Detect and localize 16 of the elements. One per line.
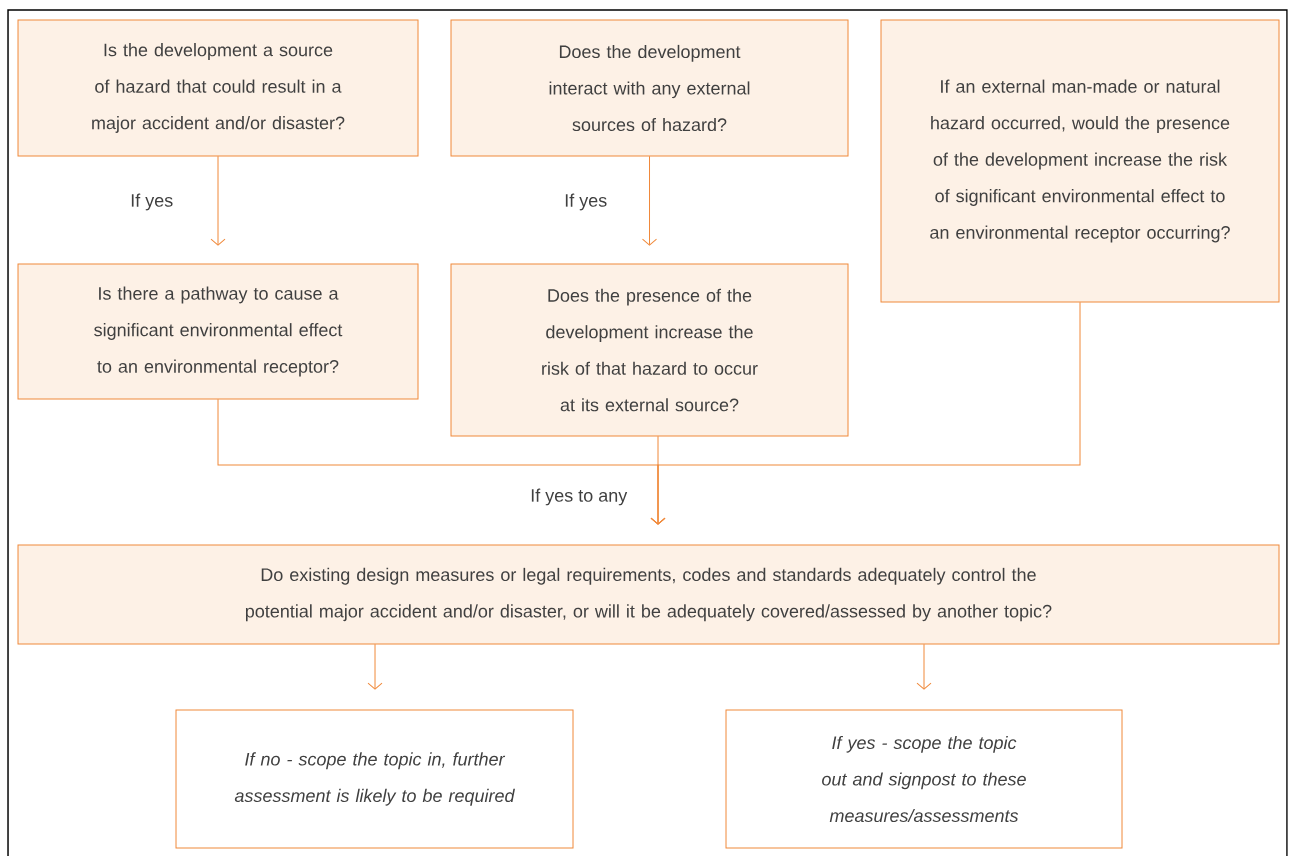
question-box: If no - scope the topic in, further assessment is likely to be required <box>175 709 574 849</box>
arrow <box>210 155 226 246</box>
question-box: Does the presence of the development increase the risk of that hazard to occur at its external source? <box>450 263 849 437</box>
arrow <box>367 643 383 690</box>
edge-label: If yes <box>562 191 610 213</box>
question-box: Does the development interact with any external sources of hazard? <box>450 19 849 157</box>
question-box: Is there a pathway to cause a significant environmental effect to an environmental receptor? <box>17 263 419 400</box>
arrow <box>916 643 932 690</box>
question-box: If an external man-made or natural hazard occurred, would the presence of the development increase the risk of significant environmental effect to an environmental receptor occurring? <box>880 19 1280 303</box>
arrow <box>642 155 657 246</box>
question-box: Do existing design measures or legal requirements, codes and standards adequately control the potential major accident and/or disaster, or will it be adequately covered/assessed by another topic? <box>17 544 1280 645</box>
edge-label: If yes <box>128 191 176 213</box>
question-box: Is the development a source of hazard that could result in a major accident and/or disaster? <box>17 19 419 157</box>
edge-label: If yes to any <box>528 486 630 508</box>
question-box: If yes - scope the topic out and signpost to these measures/assessments <box>725 709 1123 849</box>
arrow <box>650 301 1081 525</box>
